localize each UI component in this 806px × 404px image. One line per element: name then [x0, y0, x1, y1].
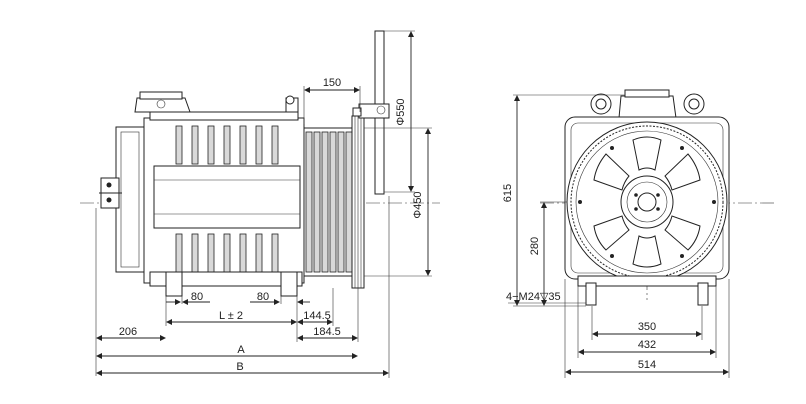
side-view: Φ550 Φ450 150 80 80 L ± 2 144.5 184.5 — [80, 30, 440, 378]
dim-sheave-diameter: Φ550 — [395, 98, 407, 125]
dim-432: 432 — [638, 339, 656, 351]
dim-615: 615 — [502, 184, 514, 202]
dim-B: B — [236, 361, 243, 373]
dim-A: A — [237, 344, 245, 356]
dim-514: 514 — [638, 359, 656, 371]
bolt-callout: 4−M24▽35 — [506, 291, 561, 303]
dim-184-5: 184.5 — [313, 326, 341, 338]
traction-sheave — [303, 115, 365, 289]
dim-144-5: 144.5 — [303, 310, 331, 322]
dim-350: 350 — [638, 321, 656, 333]
dim-280: 280 — [529, 237, 541, 255]
dim-L-tolerance: L ± 2 — [219, 310, 243, 322]
dim-150: 150 — [323, 77, 341, 89]
dim-foot-80-right: 80 — [257, 291, 269, 303]
wheel-spokes — [593, 136, 701, 268]
dim-206: 206 — [119, 326, 137, 338]
dim-shaft-diameter: Φ450 — [412, 191, 424, 218]
front-view: 615 280 4−M24▽35 350 432 514 — [502, 89, 775, 378]
dim-foot-80-left: 80 — [191, 291, 203, 303]
upper-cooling-ribs — [175, 125, 279, 165]
